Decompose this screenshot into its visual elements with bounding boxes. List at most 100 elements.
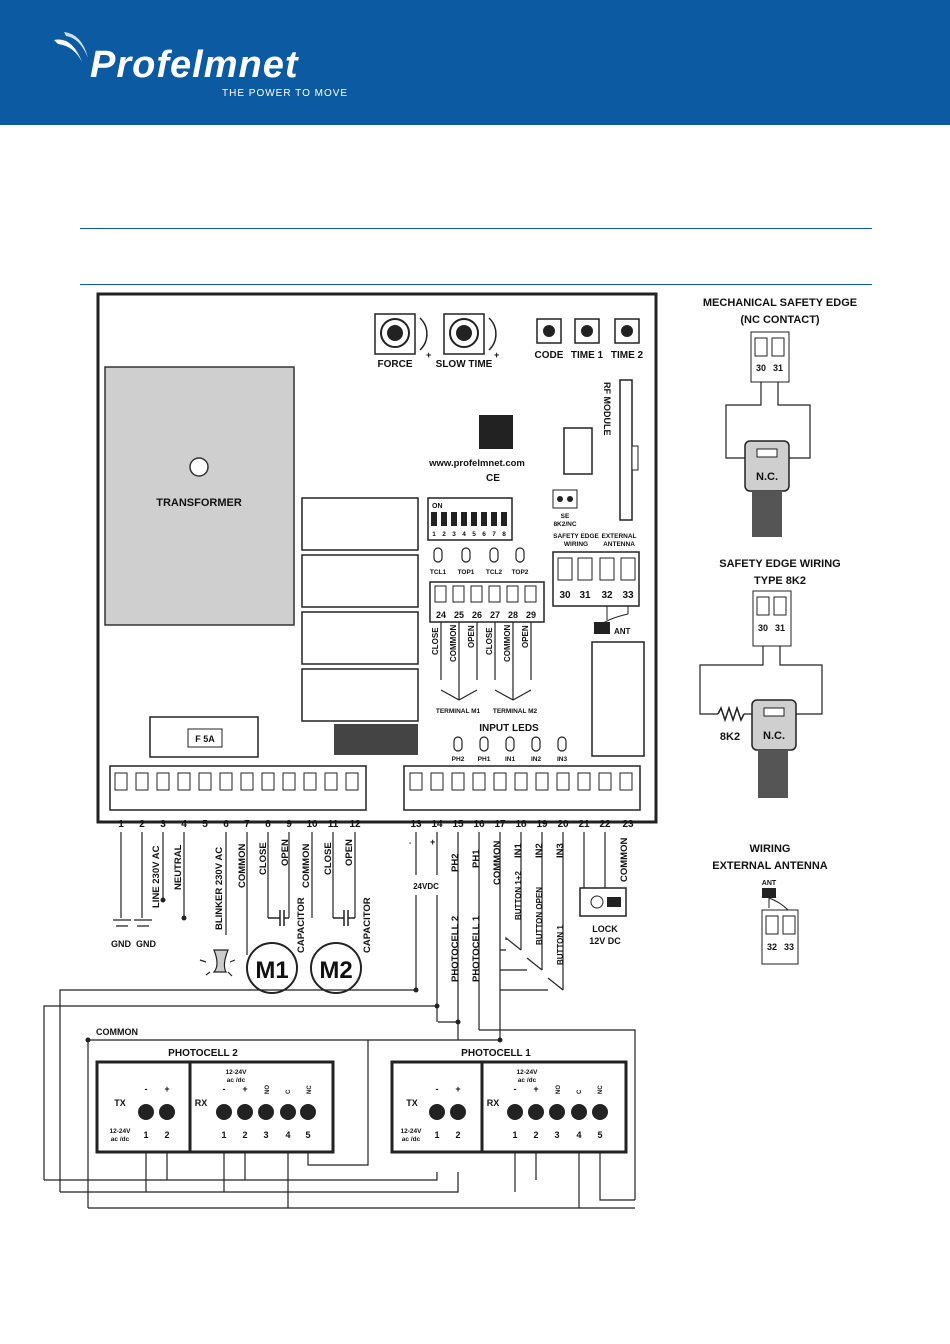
pc2-rx-minus: - [223,1084,226,1094]
se8k2-t30: 30 [758,623,768,633]
antenna-title-2: EXTERNAL ANTENNA [712,860,828,872]
control-board-outline [96,292,658,824]
in1-label: IN1 [513,843,524,859]
photocell1-title: PHOTOCELL 1 [461,1048,531,1059]
led-top1: TOP1 [458,569,475,576]
slow-time-plus: + [494,350,499,360]
vdc-minus: - [409,840,412,847]
transformer-hole-icon [189,457,209,477]
pc2-nc-label: NC [307,1085,313,1094]
antenna-t32: 32 [767,942,777,952]
terminal-24: 24 [436,610,446,620]
brand-tagline: THE POWER TO MOVE [222,88,349,99]
rf-module-pins [631,445,639,471]
terminal-26: 26 [472,610,482,620]
brand-logo: Profelmnet [90,44,299,86]
pc2-no-label: NO [265,1085,271,1094]
input-led-in2: IN2 [531,756,542,763]
dip-num-7: 7 [492,531,496,538]
resistor-8k2-icon [717,705,745,723]
pc2-rx-3: 3 [263,1130,268,1140]
terminal-9: 9 [286,819,292,830]
force-pot-icon [374,313,428,355]
input-led-ph1: PH1 [478,756,491,763]
se8k2-title-2: TYPE 8K2 [754,575,806,587]
terminal-m1-label: TERMINAL M1 [436,708,481,715]
m1-capacitor-label: CAPACITOR [296,897,307,953]
pc2-tx-plus: + [164,1084,169,1094]
pc1-tx-label: TX [406,1098,418,1108]
terminal-10: 10 [306,819,318,830]
terminal-21: 21 [578,819,590,830]
external-antenna-label-1: EXTERNAL [601,533,636,540]
pc1-tx-2: 2 [455,1130,460,1140]
pc1-rx-3: 3 [554,1130,559,1140]
dip-num-2: 2 [442,531,446,538]
blinker-lamp-icon [199,949,236,977]
terminal-m-switches [440,622,532,701]
microcontroller-icon [479,415,513,449]
common-bus-label: COMMON [96,1027,138,1037]
dip-num-4: 4 [462,531,466,538]
external-antenna-label-2: ANTENNA [603,541,635,548]
mech-edge-terminal: 30 31 [750,331,790,383]
antenna-title-1: WIRING [750,843,791,855]
pc1-c-label: C [577,1089,583,1094]
blinker-label: BLINKER 230V AC [214,847,225,930]
neutral-label: NEUTRAL [173,844,184,890]
terminal-32: 32 [601,590,613,601]
m1-close-label: CLOSE [431,627,440,655]
m2-open-label: OPEN [521,625,530,648]
terminal-m2-label: TERMINAL M2 [493,708,538,715]
pc2-tx-supply-sub: ac /dc [111,1136,130,1143]
dip-num-6: 6 [482,531,486,538]
top-leds [433,547,525,563]
m1-close-label-b: CLOSE [258,842,269,875]
mech-edge-title-1: MECHANICAL SAFETY EDGE [703,297,857,309]
terminal-30: 30 [559,590,571,601]
input-led-in3: IN3 [557,756,568,763]
pc1-no-label: NO [556,1085,562,1094]
in3-label: IN3 [555,843,566,858]
motor-m2-icon: M2 [310,942,362,994]
header-bar: Profelmnet THE POWER TO MOVE [0,0,950,125]
slow-time-pot-icon [443,313,497,355]
pc1-nc-label: NC [598,1085,604,1094]
lock-voltage-label: 12V DC [589,936,621,946]
pc2-rx-plus: + [242,1084,247,1094]
terminal-16: 16 [473,819,485,830]
pc1-rx-label: RX [487,1098,500,1108]
common-label-17: COMMON [492,841,503,885]
m1-common-label-b: COMMON [237,844,248,888]
website-label: www.profelmnet.com [428,458,525,469]
vdc-box [407,875,445,895]
m1-label: M1 [255,957,288,984]
pc2-tx-supply: 12-24V [110,1128,132,1135]
dip-num-5: 5 [472,531,476,538]
mech-edge-sensor-icon: N.C. [744,440,790,537]
se8k2-terminal: 30 31 [752,590,792,647]
terminal-6: 6 [223,819,229,830]
ph1-label: PH1 [471,849,482,868]
code-button-icon [536,318,562,344]
force-plus: + [426,350,431,360]
button-open-label: BUTTON OPEN [535,887,544,945]
motor-m1-icon: M1 [246,942,298,994]
time2-label: TIME 2 [611,350,644,361]
terminal-27: 27 [490,610,500,620]
se8k2-title-1: SAFETY EDGE WIRING [719,558,840,570]
button1-label: BUTTON 1 [556,925,565,965]
ph2-label: PH2 [450,854,461,872]
pc2-rx-supply-sub: ac /dc [227,1077,246,1084]
rf-module-label: RF MODULE [602,382,612,436]
relay-3 [301,611,419,665]
terminal-7: 7 [244,819,250,830]
divider-bottom [80,284,872,285]
gnd-label-2: GND [136,939,157,949]
time1-button-icon [574,318,600,344]
pc1-tx-plus: + [455,1084,460,1094]
terminal-3: 3 [160,819,166,830]
mech-t31: 31 [773,363,783,373]
dark-component [334,724,418,755]
antenna-t33: 33 [784,942,794,952]
